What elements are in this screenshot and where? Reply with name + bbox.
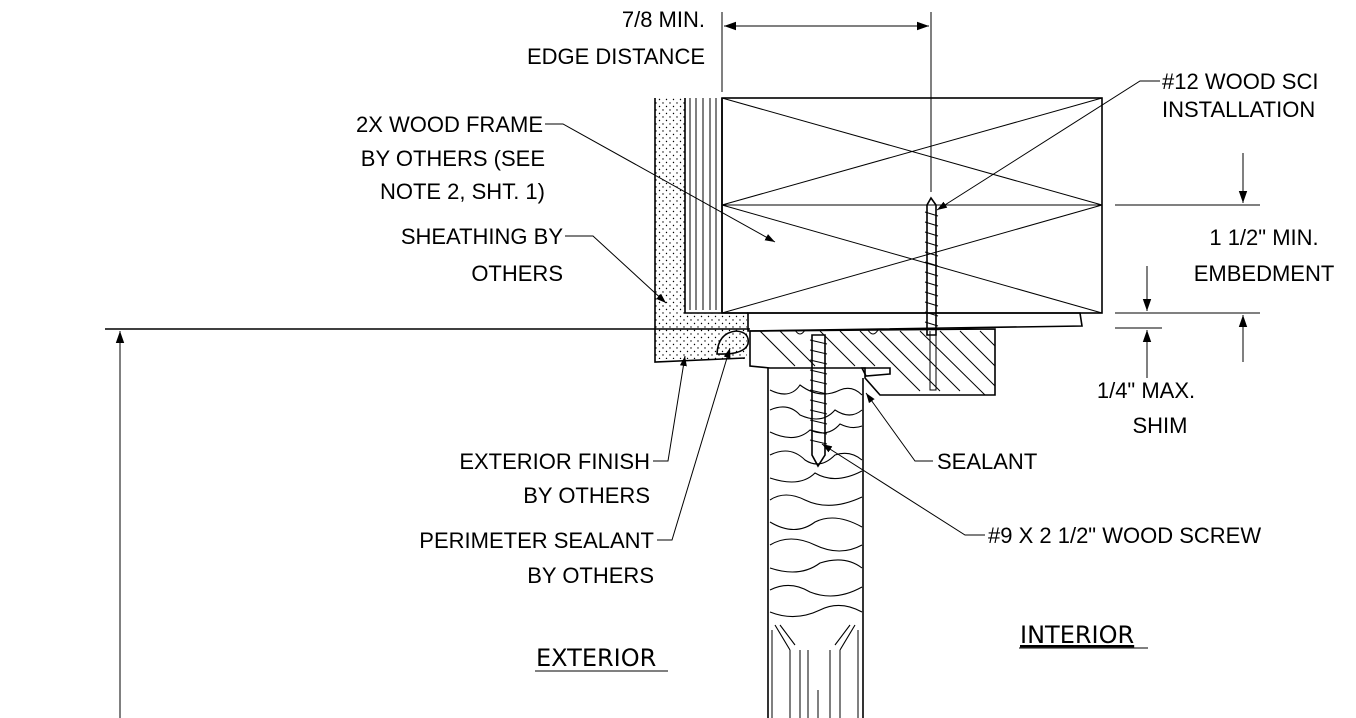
shim-dimension (1115, 266, 1162, 378)
leader-sheathing (565, 235, 667, 304)
leader-wood-frame (545, 123, 776, 243)
leader-exterior-finish (653, 355, 687, 462)
window-sill-frame (749, 328, 996, 396)
label-exterior-finish-2: BY OTHERS (523, 483, 650, 508)
leader-install-screw (936, 80, 1160, 211)
label-sealant: SEALANT (937, 449, 1037, 474)
label-wood-screw: #9 X 2 1/2" WOOD SCREW (988, 523, 1261, 548)
installation-screw (924, 196, 939, 336)
label-embedment-1: 1 1/2" MIN. (1209, 225, 1318, 250)
label-embedment-2: EMBEDMENT (1194, 261, 1335, 286)
label-edge-distance-2: EDGE DISTANCE (527, 44, 705, 69)
sheathing (654, 98, 748, 363)
label-wood-frame-2: BY OTHERS (SEE (361, 146, 545, 171)
wood-screw-9 (809, 334, 828, 468)
label-perimeter-sealant-1: PERIMETER SEALANT (419, 528, 654, 553)
label-interior: INTERIOR (1020, 621, 1134, 649)
label-install-screw-2: INSTALLATION (1162, 97, 1315, 122)
leader-sealant (865, 392, 933, 462)
leader-wood-screw (821, 443, 985, 536)
embedment-dimension (1115, 153, 1260, 362)
label-edge-distance-1: 7/8 MIN. (622, 7, 705, 32)
wood-frame (721, 97, 1103, 314)
label-shim-2: SHIM (1133, 413, 1188, 438)
label-sheathing-1: SHEATHING BY (401, 224, 564, 249)
exterior-finish-layers (689, 98, 723, 312)
label-sheathing-2: OTHERS (471, 261, 563, 286)
edge-distance-dimension (721, 12, 932, 192)
label-exterior: EXTERIOR (536, 644, 656, 672)
label-wood-frame-1: 2X WOOD FRAME (356, 112, 543, 137)
label-exterior-finish-1: EXTERIOR FINISH (459, 449, 650, 474)
label-shim-1: 1/4" MAX. (1097, 378, 1195, 403)
wood-jamb (767, 368, 864, 718)
sealant-bead (860, 367, 891, 377)
label-install-screw-1: #12 WOOD SCI (1162, 69, 1318, 94)
label-wood-frame-3: NOTE 2, SHT. 1) (380, 179, 545, 204)
label-perimeter-sealant-2: BY OTHERS (527, 563, 654, 588)
perimeter-sealant-bead (716, 330, 750, 355)
shim (747, 312, 1083, 332)
leader-perimeter-sealant (657, 347, 731, 541)
